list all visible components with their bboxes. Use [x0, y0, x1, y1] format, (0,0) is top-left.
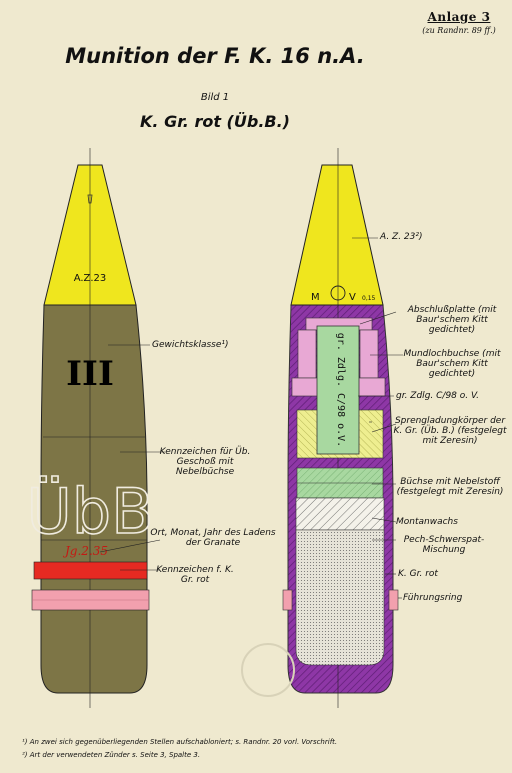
- igniter: [316, 325, 360, 455]
- label-loading-date: Ort, Monat, Jahr des Ladens der Granate: [150, 528, 276, 548]
- anlage-reference: (zu Randnr. 89 ff.): [422, 26, 496, 35]
- figure-label: Bild 1: [200, 92, 230, 103]
- left-leader-lines: [99, 344, 165, 571]
- label-pitch-mix: Pech-Schwerspat-Mischung: [403, 535, 485, 555]
- label-kgr-rot: K. Gr. rot: [398, 569, 438, 579]
- label-smoke-box: Büchse mit Nebelstoff (festgelegt mit Ze…: [396, 477, 504, 497]
- anlage-label: Anlage 3: [427, 10, 491, 24]
- faint-stamp: [241, 643, 295, 697]
- igniter-marking: gr. Zdlg. C/98 o.V.: [335, 333, 346, 447]
- page-title: Munition der F. K. 16 n.A.: [65, 44, 365, 68]
- page-subtitle: K. Gr. rot (Üb.B.): [140, 112, 290, 131]
- label-practice-marking: Kennzeichen für Üb. Geschoß mit Nebelbüc…: [159, 447, 251, 477]
- left-date-marking: Jg.2.35: [62, 544, 108, 558]
- pitch-mixture: [295, 529, 385, 666]
- label-fuze: A. Z. 23²): [380, 232, 423, 242]
- driving-band-right: [388, 589, 399, 611]
- fuze-ring: [330, 285, 346, 301]
- driving-band-left: [282, 589, 293, 611]
- fuze-sub-mark: 0,15: [362, 295, 376, 302]
- label-driving-band: Führungsring: [403, 593, 463, 603]
- label-charge-body: Sprengladungkörper der K. Gr. (Üb. B.) (…: [393, 416, 507, 446]
- label-montan-wax: Montanwachs: [396, 517, 458, 527]
- mouth-bush-right: [359, 329, 379, 379]
- left-shell: A.Z.23 III ÜbB Jg.2.35: [26, 148, 154, 708]
- fuze-m-mark: M: [311, 292, 320, 303]
- label-mouth-bush: Mundlochbuchse (mit Baur'schem Kitt gedi…: [403, 349, 501, 379]
- left-red-band: [33, 561, 148, 580]
- montan-wax: [295, 497, 385, 531]
- fuze-v-mark: V: [349, 292, 356, 303]
- left-class-marking: III: [66, 354, 114, 394]
- label-closing-plate: Abschlußplatte (mit Baur'schem Kitt gedi…: [407, 305, 497, 335]
- left-ub-marking: ÜbB: [26, 475, 153, 548]
- label-red-marking: Kennzeichen f. K. Gr. rot: [156, 565, 234, 585]
- mouth-bush-left: [297, 329, 317, 379]
- right-shell: gr. Zdlg. C/98 o.V. M V 0,15: [282, 148, 399, 708]
- footnote-1: ¹) An zwei sich gegenüberliegenden Stell…: [22, 738, 338, 746]
- label-weight-class: Gewichtsklasse¹): [152, 340, 229, 350]
- left-fuze-marking: A.Z.23: [74, 273, 107, 284]
- footnote-2: ²) Art der verwendeten Zünder s. Seite 3…: [22, 751, 201, 759]
- right-leader-lines: [352, 237, 403, 599]
- right-fuze: [290, 164, 384, 306]
- anlage-header: Anlage 3 (zu Randnr. 89 ff.): [410, 10, 508, 35]
- left-fuze-notch: [87, 194, 93, 204]
- label-igniter: gr. Zdlg. C/98 o. V.: [396, 391, 479, 401]
